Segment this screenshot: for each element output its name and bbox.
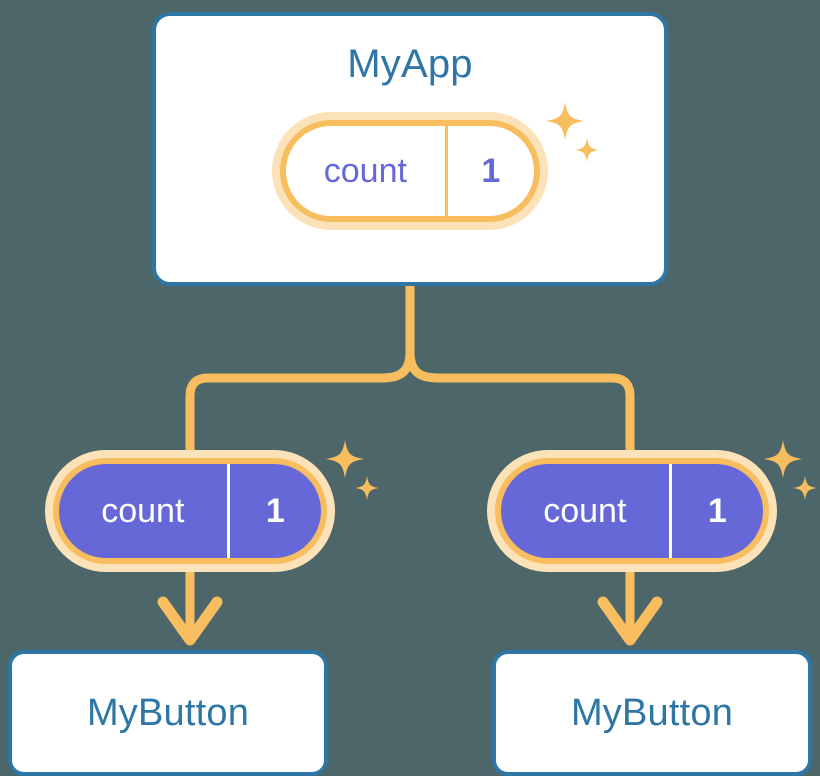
- state-key-label: count: [323, 152, 407, 190]
- state-value-label: 1: [668, 464, 763, 558]
- component-card-mybutton-right[interactable]: MyButton: [492, 650, 812, 776]
- branch-connector-icon: [185, 281, 635, 457]
- state-key-label: count: [101, 492, 185, 530]
- state-pill-ring: count 1: [495, 458, 769, 564]
- page-title: MyApp: [347, 42, 473, 86]
- arrow-down-icon: [597, 572, 663, 646]
- state-key-label: count: [543, 492, 627, 530]
- component-title-label: MyButton: [570, 692, 734, 734]
- state-pill-left-consumer[interactable]: count 1: [45, 450, 335, 572]
- state-pill-myapp[interactable]: count 1: [272, 112, 548, 230]
- arrow-down-icon: [157, 572, 223, 646]
- sparkle-four-point-small-icon: [793, 476, 817, 500]
- sparkle-four-point-icon: [764, 440, 802, 478]
- state-value-label: 1: [444, 126, 534, 216]
- component-card-mybutton-left[interactable]: MyButton: [8, 650, 328, 776]
- sparkle-four-point-icon: [326, 440, 364, 478]
- component-title-label: MyButton: [86, 692, 250, 734]
- state-pill-ring: count 1: [53, 458, 327, 564]
- state-pill-ring: count 1: [280, 120, 540, 222]
- sparkle-four-point-small-icon: [355, 476, 379, 500]
- state-value-label: 1: [226, 464, 321, 558]
- state-pill-right-consumer[interactable]: count 1: [487, 450, 777, 572]
